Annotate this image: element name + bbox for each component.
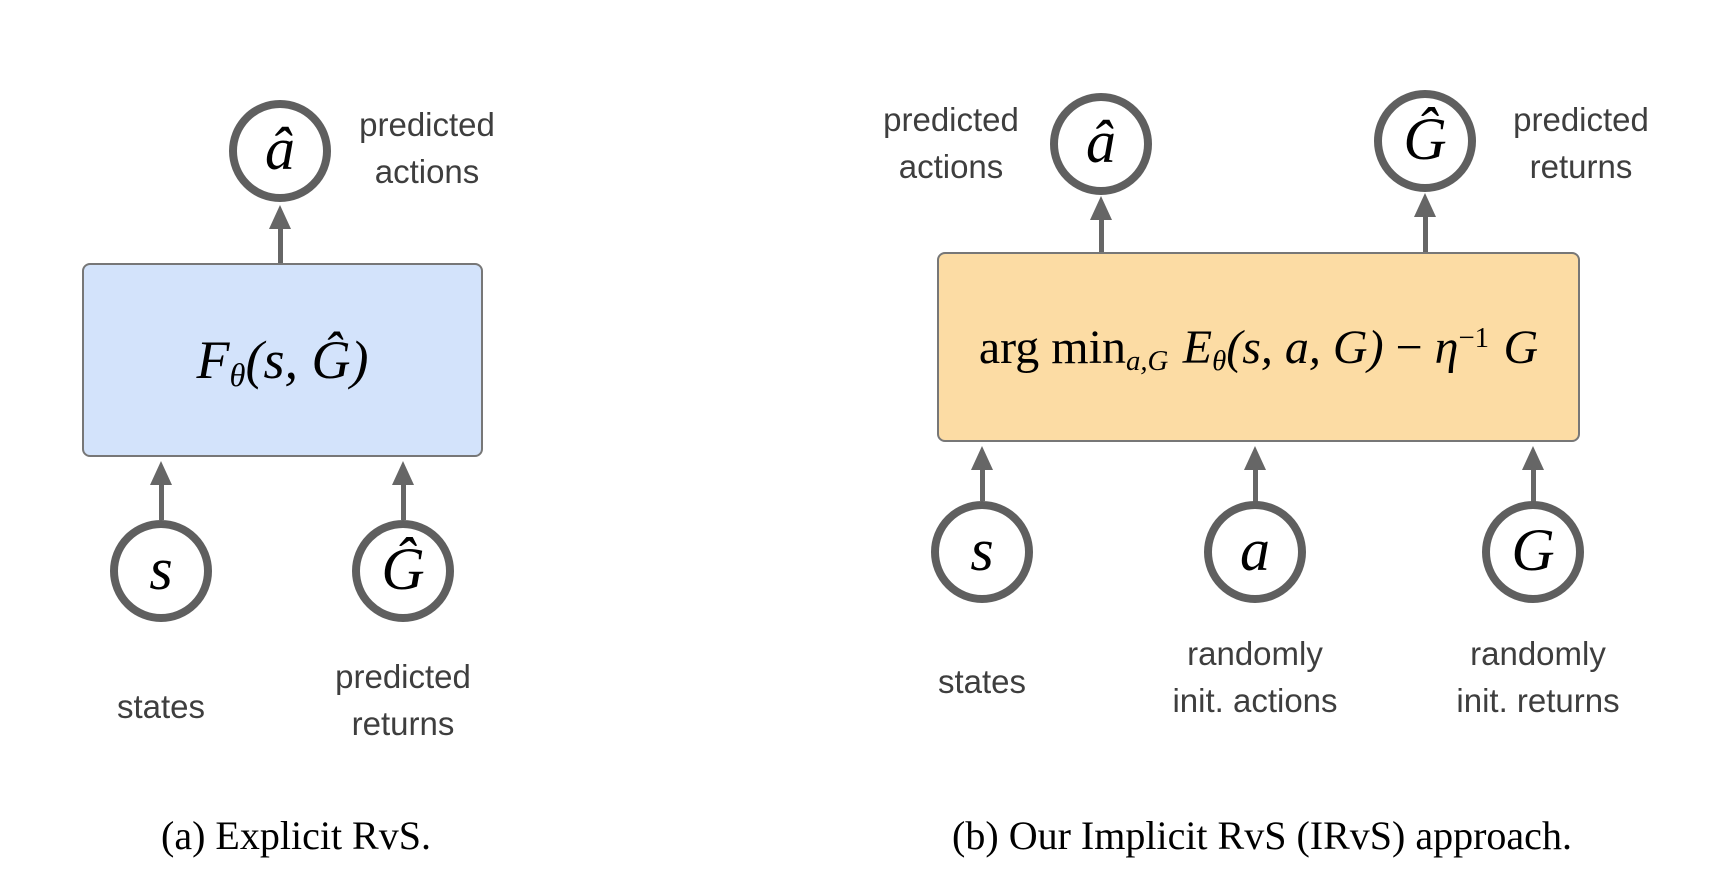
- arrow-up-icon: [392, 461, 414, 520]
- node-symbol-G-hat: Ĝ: [381, 536, 425, 602]
- node-symbol-a: a: [1240, 517, 1270, 583]
- arrow-up-icon: [1090, 196, 1112, 252]
- node-symbol-s: s: [970, 517, 994, 583]
- formula-explicit: Fθ(s, Ĝ): [196, 329, 369, 395]
- node-symbol-s: s: [149, 536, 173, 602]
- node-predicted-return: Ĝ: [1374, 90, 1476, 192]
- arrow-up-icon: [150, 461, 172, 520]
- caption-a: (a) Explicit RvS.: [161, 813, 431, 858]
- node-symbol-G-hat: Ĝ: [1403, 106, 1447, 172]
- formula-E: E: [1182, 320, 1213, 374]
- label-predicted-actions: predicted actions: [359, 106, 495, 190]
- formula-args: (s, Ĝ): [245, 330, 369, 390]
- formula-F: F: [196, 330, 230, 390]
- formula-argmin: arg min: [978, 320, 1126, 374]
- arrow-up-icon: [269, 205, 291, 263]
- node-predicted-action: â: [1050, 93, 1152, 195]
- node-predicted-returns: Ĝ: [352, 520, 454, 622]
- arrow-up-icon: [971, 446, 993, 501]
- formula-eta-sup: −1: [1458, 321, 1490, 354]
- caption-b: (b) Our Implicit RvS (IRvS) approach.: [952, 813, 1572, 858]
- node-init-returns: G: [1482, 501, 1584, 603]
- label-predicted-returns: predicted returns: [1513, 101, 1649, 185]
- label-states: states: [937, 663, 1027, 700]
- node-symbol-a-hat: â: [265, 116, 295, 182]
- label-predicted-returns: predicted returns: [335, 658, 471, 742]
- formula-eta: η: [1434, 320, 1459, 374]
- formula-args: (s, a, G): [1226, 320, 1384, 374]
- node-symbol-a-hat: â: [1086, 109, 1116, 175]
- arrow-up-icon: [1414, 193, 1436, 252]
- node-predicted-action: â: [229, 100, 331, 202]
- label-predicted-actions: predicted actions: [883, 101, 1019, 185]
- explicit-policy-box: Fθ(s, Ĝ): [82, 263, 483, 457]
- formula-G: G: [1503, 320, 1539, 374]
- label-randomly-init-actions: randomly init. actions: [1172, 635, 1338, 719]
- formula-F-sub: θ: [229, 358, 246, 395]
- arrow-up-icon: [1244, 446, 1266, 502]
- node-states: s: [931, 501, 1033, 603]
- formula-argmin-sub: a,G: [1125, 344, 1169, 377]
- node-init-actions: a: [1204, 501, 1306, 603]
- node-states: s: [110, 520, 212, 622]
- formula-E-sub: θ: [1212, 344, 1227, 377]
- formula-implicit: arg mina,G Eθ(s, a, G) − η−1 G: [978, 320, 1539, 377]
- label-states: states: [116, 688, 206, 725]
- node-symbol-G: G: [1511, 517, 1555, 583]
- label-randomly-init-returns: randomly init. returns: [1456, 635, 1620, 719]
- implicit-energy-box: arg mina,G Eθ(s, a, G) − η−1 G: [937, 252, 1580, 442]
- formula-minus: −: [1383, 320, 1435, 374]
- arrow-up-icon: [1522, 446, 1544, 502]
